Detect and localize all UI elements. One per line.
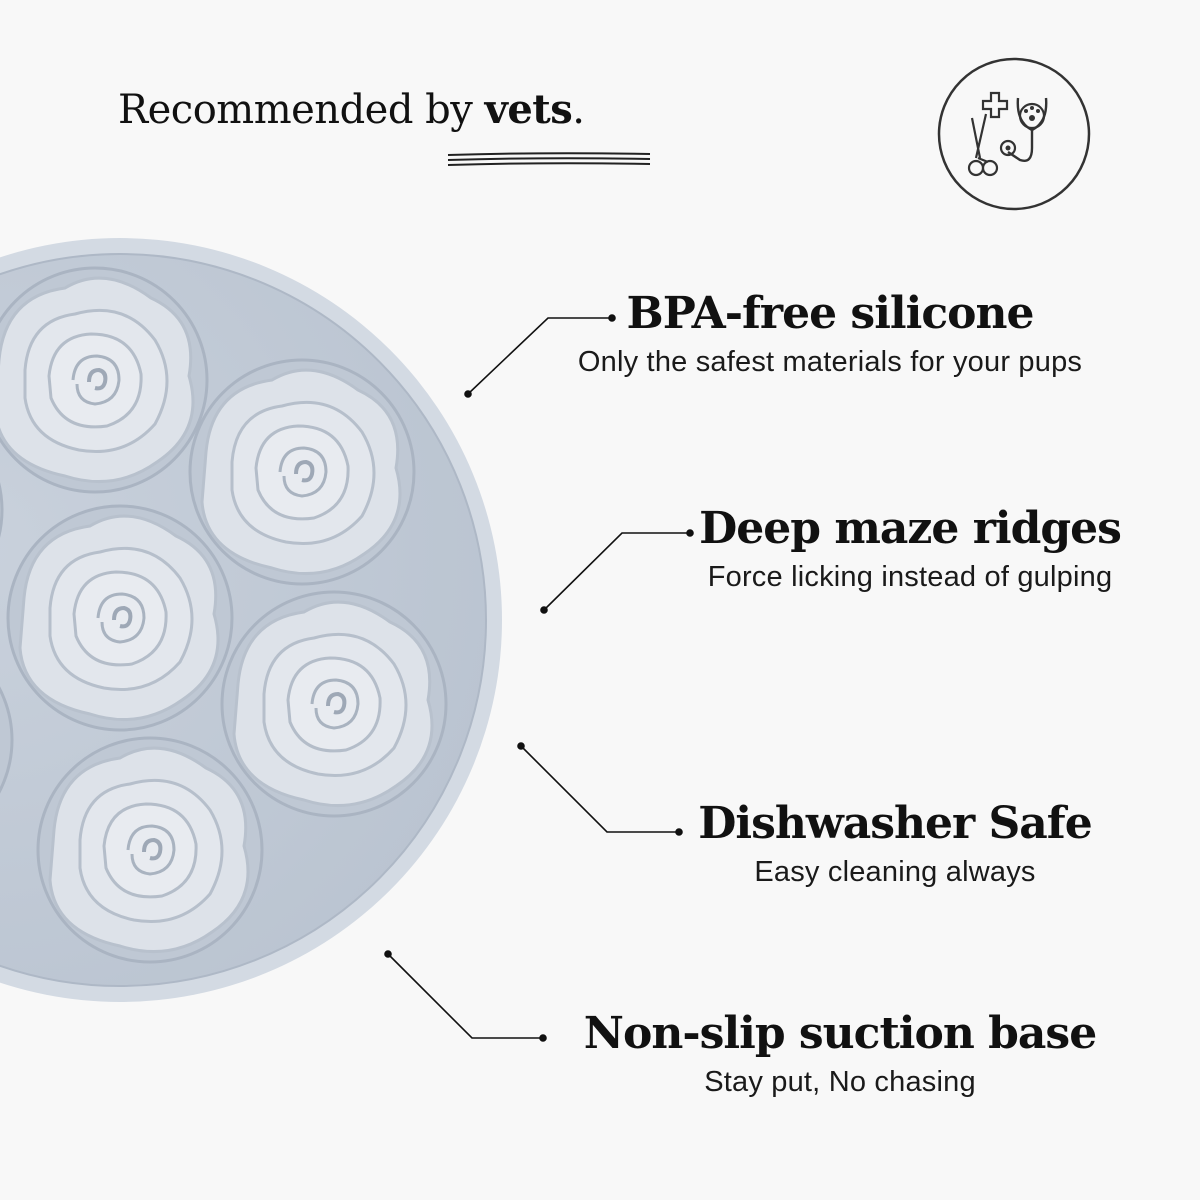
feature-bpa-free: BPA-free silicone Only the safest materi… [560,288,1100,379]
feature-title: Non-slip suction base [583,1008,1097,1059]
feature-maze-ridges: Deep maze ridges Force licking instead o… [660,503,1160,594]
feature-subtitle: Only the safest materials for your pups [577,346,1083,379]
feature-dishwasher-safe: Dishwasher Safe Easy cleaning always [680,798,1110,889]
vet-tools-icon [937,57,1091,211]
feature-subtitle: Stay put, No chasing [704,1066,976,1099]
feature-title: Deep maze ridges [699,503,1122,554]
feature-title: Dishwasher Safe [698,798,1092,849]
feature-title: BPA-free silicone [626,288,1035,339]
feature-subtitle: Easy cleaning always [754,856,1036,889]
headline-text: Recommended by [118,87,485,133]
headline-period: . [572,87,585,133]
headline: Recommended by vets. [118,86,585,133]
feature-subtitle: Force licking instead of gulping [707,561,1113,594]
headline-bold: vets [484,86,573,133]
headline-underline [447,152,651,166]
feature-suction-base: Non-slip suction base Stay put, No chasi… [560,1008,1120,1099]
